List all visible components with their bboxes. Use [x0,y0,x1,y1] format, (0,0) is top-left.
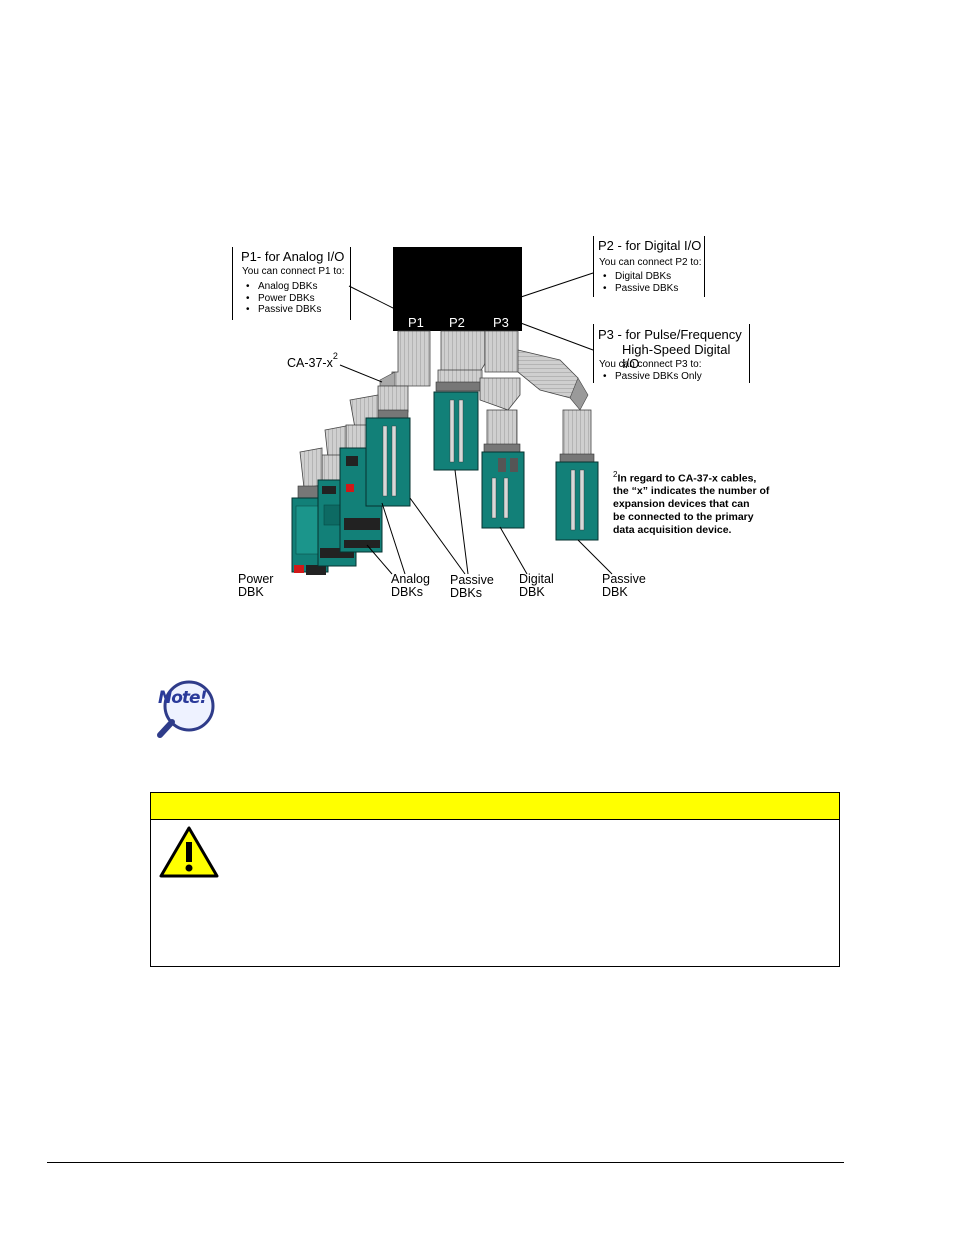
label-line: DBKs [450,586,482,601]
label-digital-dbk: Digital DBK [519,572,554,600]
passive-dbk-board-p3 [555,461,599,541]
port-label-p3: P3 [493,315,509,330]
p2-callout: P2 - for Digital I/O You can connect P2 … [593,236,705,297]
cable-p2 [435,330,521,453]
p3-title-line1: P3 - for Pulse/Frequency [598,327,742,342]
footer-rule [47,1162,844,1163]
digital-dbk-board [481,451,525,529]
p2-title: P2 - for Digital I/O [598,238,702,253]
label-line: Passive [450,573,494,587]
cable-p1 [371,330,431,419]
note-icon: Note! [158,688,218,718]
footnote-line: expansion devices that can [613,498,750,511]
list-item: Analog DBKs [244,281,321,293]
p3-list: Passive DBKs Only [601,371,702,383]
p3-title-line2: High-Speed Digital I/O [622,342,731,371]
list-item: Power DBKs [244,293,321,305]
list-item: Digital DBKs [601,271,678,283]
label-line: Passive [602,572,646,586]
main-device [393,247,522,331]
footnote-line: be connected to the primary [613,510,754,523]
caution-header-bar [151,793,839,820]
footnote-line: the “x” indicates the number of [613,485,770,498]
p2-list: Digital DBKs Passive DBKs [601,271,678,294]
passive-dbk-board-p1 [365,417,411,507]
p2-intro: You can connect P2 to: [599,257,702,268]
label-passive-dbks: Passive DBKs [450,573,494,601]
p3-callout: P3 - for Pulse/Frequency High-Speed Digi… [593,324,750,383]
label-line: DBK [519,585,545,600]
list-item: Passive DBKs [244,304,321,316]
footnote: 2In regard to CA-37-x cables, the “x” in… [613,470,793,536]
cable-label: CA-37-x2 [287,351,338,371]
cable-label-text: CA-37-x [287,356,333,371]
port-label-p1: P1 [408,315,424,330]
footnote-sup: 2 [613,470,618,479]
p3-intro: You can connect P3 to: [599,359,702,370]
label-line: Analog [391,572,430,586]
magnifier-icon [157,680,215,738]
p1-intro: You can connect P1 to: [242,266,345,277]
label-power-dbk: Power DBK [238,572,274,600]
label-line: DBKs [391,585,423,600]
leader-lines [339,272,613,575]
p1-callout: P1- for Analog I/O You can connect P1 to… [232,247,351,320]
port-label-p2: P2 [449,315,465,330]
cable-label-sup: 2 [332,351,338,361]
label-line: Digital [519,572,554,586]
caution-box [150,792,840,967]
list-item: Passive DBKs [601,283,678,295]
p1-title: P1- for Analog I/O [241,249,345,264]
label-line: DBK [602,585,628,600]
footnote-line: data acquisition device. [613,523,732,536]
label-line: Power [238,572,274,586]
list-item: Passive DBKs Only [601,371,702,383]
note-icon-text: Note! [158,688,207,708]
cable-p3 [484,330,595,463]
label-line: DBK [238,585,264,600]
footnote-line: In regard to CA-37-x cables, [617,472,757,485]
p1-list: Analog DBKs Power DBKs Passive DBKs [244,281,321,316]
label-passive-dbk: Passive DBK [602,572,646,600]
warning-icon [159,826,219,878]
label-analog-dbks: Analog DBKs [391,572,430,600]
passive-dbk-board-p2 [433,391,479,471]
